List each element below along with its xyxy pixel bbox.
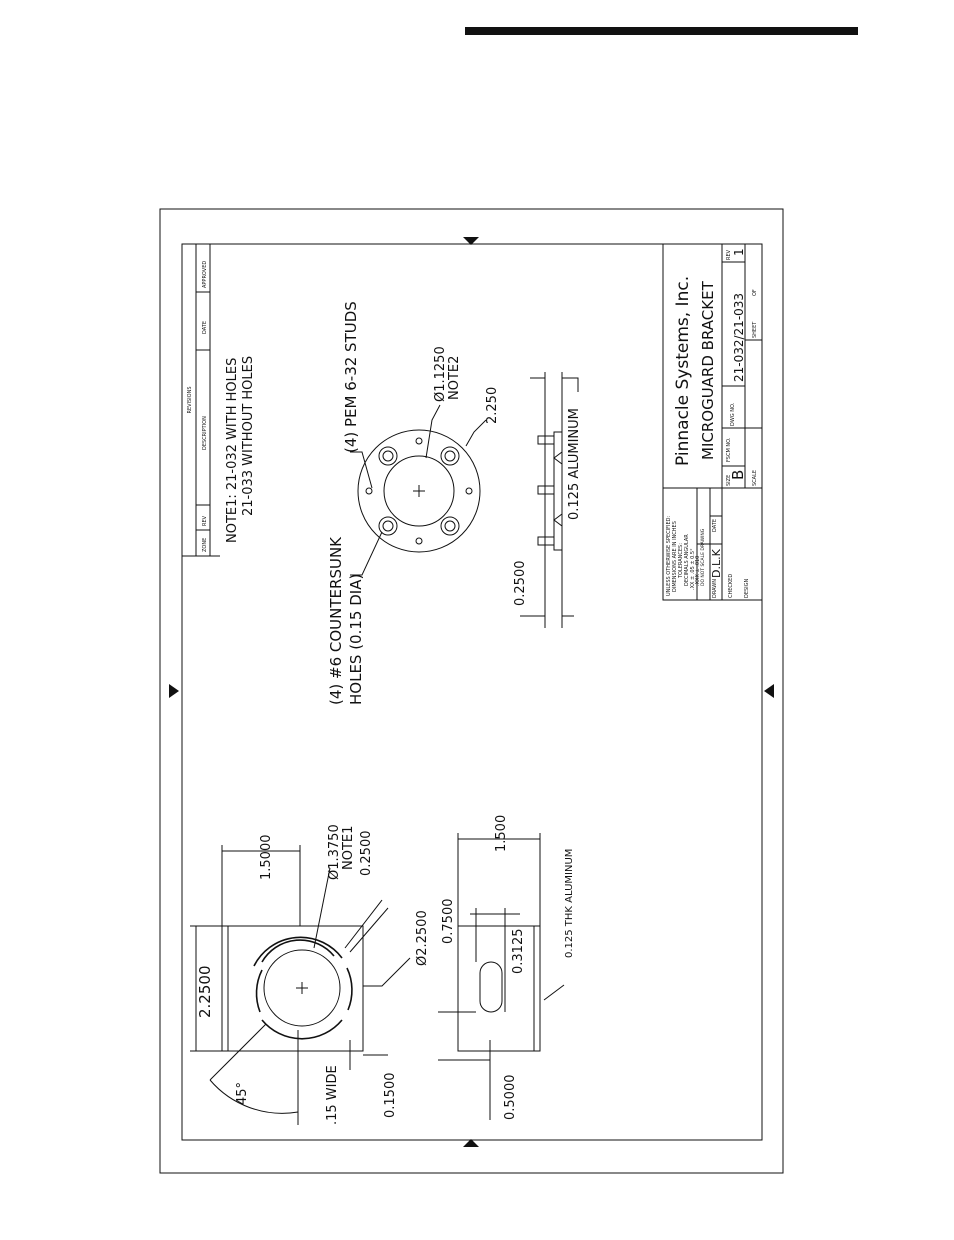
pem-studs-label: (4) PEM 6-32 STUDS bbox=[342, 301, 360, 453]
drawn-by: D.L.K bbox=[710, 548, 723, 578]
tolerance-line-6: .XXX ± .010 bbox=[695, 556, 701, 586]
note1-ref-label: NOTE1 bbox=[341, 826, 356, 870]
top-view: (4) #6 COUNTERSUNK HOLES (0.15 DIA) (4) … bbox=[327, 301, 500, 705]
arrow-left-marker bbox=[169, 684, 179, 698]
bracket-front-view: 2.2500 1.5000 Ø1.3750 NOTE1 0.2500 Ø2.25… bbox=[190, 824, 430, 1125]
revisions-description: DESCRIPTION bbox=[202, 416, 208, 450]
side-material-label: 0.125 THK ALUMINUM bbox=[564, 849, 575, 958]
title-block: Pinnacle Systems, Inc. MICROGUARD BRACKE… bbox=[662, 243, 763, 601]
countersunk-hole bbox=[378, 446, 398, 466]
arc-slot bbox=[253, 936, 343, 967]
pem-stud bbox=[415, 437, 423, 445]
design-label: DESIGN bbox=[744, 578, 750, 598]
inner-dia-label: Ø1.1250 bbox=[433, 346, 448, 402]
tolerance-line-5: .XX ± .05 ± 0.5° bbox=[690, 548, 696, 590]
countersunk-hole bbox=[440, 446, 460, 466]
bracket-outline bbox=[221, 925, 364, 1052]
centering-arrows bbox=[169, 237, 774, 1147]
date-label: DATE bbox=[712, 519, 718, 532]
pem-stud bbox=[365, 487, 373, 495]
dwg-no-label: DWG NO. bbox=[730, 402, 736, 426]
ring-inner bbox=[383, 455, 455, 527]
fscm-label: FSCM NO. bbox=[726, 437, 732, 462]
revisions-rev: REV bbox=[202, 515, 208, 526]
side-height-label: 1.500 bbox=[494, 815, 509, 852]
arrow-right-marker bbox=[764, 684, 774, 698]
revisions-heading: REVISIONS bbox=[187, 386, 193, 413]
rev-value: 1 bbox=[732, 248, 746, 256]
rev-label: REV bbox=[726, 249, 732, 260]
offset-label: 0.1500 bbox=[383, 1073, 398, 1119]
note1-line-b: 21-033 WITHOUT HOLES bbox=[241, 356, 256, 516]
angle-arc bbox=[209, 1079, 299, 1114]
countersunk-hole bbox=[378, 516, 398, 536]
notes: NOTE1: 21-032 WITH HOLES 21-033 WITHOUT … bbox=[225, 356, 256, 543]
countersunk-label-b: HOLES (0.15 DIA) bbox=[347, 574, 365, 705]
side-outline bbox=[457, 925, 541, 1052]
revisions-approved: APPROVED bbox=[202, 261, 208, 288]
outer-dim-label: 2.250 bbox=[485, 387, 500, 424]
ring-side-view: 0.125 ALUMINUM 0.2500 bbox=[513, 372, 582, 628]
company-name: Pinnacle Systems, Inc. bbox=[673, 276, 693, 466]
scale-label: SCALE bbox=[752, 470, 758, 486]
dwg-number: 21-032/21-033 bbox=[732, 293, 746, 382]
size-value: B bbox=[729, 470, 747, 480]
bracket-side-view: 1.500 0.7500 0.3125 0.5000 0.125 THK ALU… bbox=[438, 815, 575, 1120]
drawn-label: DRAWN bbox=[712, 579, 718, 598]
note2-label: NOTE2 bbox=[447, 356, 462, 400]
stud-side bbox=[537, 536, 555, 546]
angle-label: 45° bbox=[235, 1082, 250, 1105]
side-c-label: 0.5000 bbox=[503, 1075, 518, 1121]
side-slot bbox=[479, 961, 503, 1013]
height-dim-label: 1.5000 bbox=[259, 835, 274, 881]
countersunk-hole bbox=[440, 516, 460, 536]
tolerance-line-7: DO NOT SCALE DRAWING bbox=[700, 528, 706, 586]
pem-stud bbox=[415, 537, 423, 545]
outer-border bbox=[159, 208, 784, 1174]
arrow-top-marker bbox=[463, 237, 479, 245]
drawing-title: MICROGUARD BRACKET bbox=[699, 280, 717, 460]
arc-slot bbox=[346, 967, 353, 1011]
ring-outer bbox=[357, 429, 481, 553]
slot-wide-label: .15 WIDE bbox=[325, 1065, 340, 1125]
width-dim-label: 2.2500 bbox=[196, 966, 214, 1019]
sheet-value: OF bbox=[752, 289, 758, 296]
stud-side bbox=[537, 435, 555, 445]
revisions-block: REVISIONS ZONE REV DESCRIPTION DATE APPR… bbox=[182, 244, 220, 557]
countersunk-label-a: (4) #6 COUNTERSUNK bbox=[327, 536, 345, 705]
center-hole bbox=[263, 949, 341, 1027]
arrow-bottom-marker bbox=[463, 1139, 479, 1147]
side-a-label: 0.7500 bbox=[441, 899, 456, 945]
slot-dia-label: Ø1.3750 bbox=[327, 824, 342, 880]
revisions-zone: ZONE bbox=[202, 538, 208, 552]
header-bar bbox=[465, 27, 858, 35]
revisions-date: DATE bbox=[202, 321, 208, 334]
side-b-label: 0.3125 bbox=[511, 929, 526, 975]
tolerance-line-2: DIMENSIONS ARE IN INCHES bbox=[672, 521, 678, 592]
pem-stud bbox=[465, 487, 473, 495]
arc-slot bbox=[255, 969, 263, 1013]
ring-material-label: 0.125 ALUMINUM bbox=[567, 408, 582, 520]
outer-dia-label: Ø2.2500 bbox=[415, 910, 430, 966]
slot-width-label: 0.2500 bbox=[359, 831, 374, 877]
tolerance-line-4: DECIMALS ANGULAR bbox=[684, 534, 690, 586]
ring-thickness-label: 0.2500 bbox=[513, 561, 528, 607]
sheet-label: SHEET bbox=[752, 321, 758, 338]
size-label: SIZE bbox=[726, 475, 732, 486]
note1-line-a: NOTE1: 21-032 WITH HOLES bbox=[225, 358, 240, 543]
checked-label: CHECKED bbox=[728, 574, 734, 598]
stud-side bbox=[537, 485, 555, 495]
tolerance-line-1: UNLESS OTHERWISE SPECIFIED: bbox=[666, 516, 672, 596]
tolerance-line-3: TOLERANCES: bbox=[678, 543, 684, 579]
arc-slot bbox=[261, 1019, 343, 1040]
ring-plate bbox=[553, 431, 563, 551]
